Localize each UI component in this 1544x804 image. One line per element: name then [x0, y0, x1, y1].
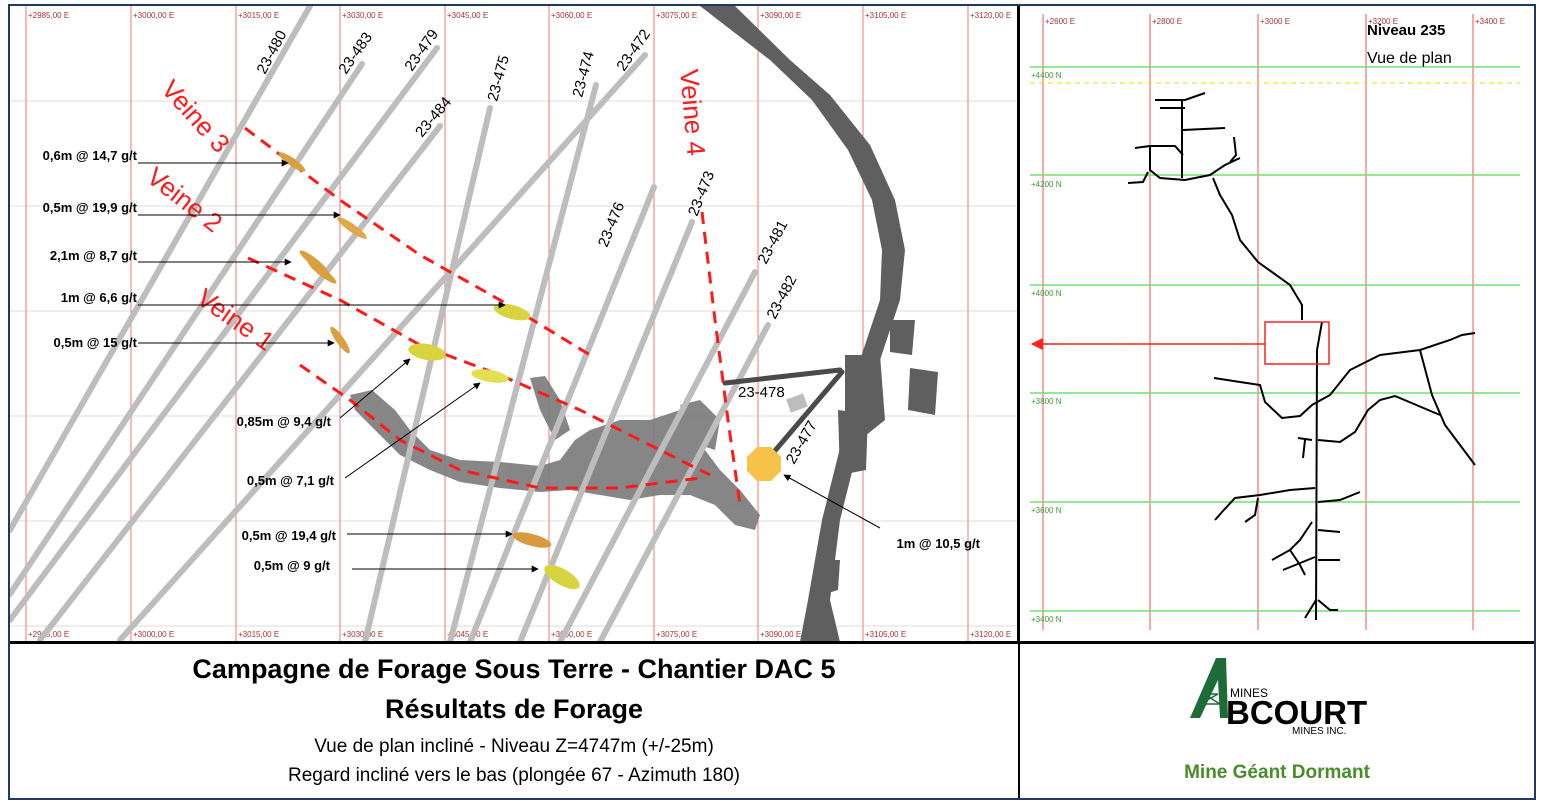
- easting-tick: +3030,00 E: [342, 630, 383, 639]
- headframe-logo-icon: [1190, 658, 1228, 718]
- outer-frame: [8, 4, 1536, 800]
- easting-tick: +3400 E: [1475, 17, 1505, 26]
- northing-tick: +3600 N: [1031, 506, 1062, 515]
- main-drill-map: +2985,00 E +3000,00 E +3015,00 E +3030,0…: [10, 6, 1018, 642]
- easting-tick: +3015,00 E: [238, 11, 279, 20]
- intercept-label: 0,5m @ 9 g/t: [254, 558, 331, 573]
- leader-arrows: [138, 159, 881, 573]
- northing-tick: +4000 N: [1031, 289, 1062, 298]
- northing-tick: +4400 N: [1031, 71, 1062, 80]
- mine-workings: [1127, 92, 1476, 621]
- drillhole-label: 23-477: [783, 418, 821, 467]
- plan-title: Niveau 235: [1367, 22, 1445, 39]
- northing-tick: +3400 N: [1031, 615, 1062, 624]
- easting-tick: +3045,00 E: [447, 11, 488, 20]
- plan-northing-labels: +4400 N +4200 N +4000 N +3800 N +3600 N …: [1031, 71, 1062, 624]
- drillhole-label: 23-478: [738, 384, 785, 401]
- easting-tick: +3000 E: [1260, 17, 1290, 26]
- intercept-label: 0,5m @ 7,1 g/t: [247, 473, 335, 488]
- easting-tick: +2985,00 E: [28, 630, 69, 639]
- easting-tick: +3000,00 E: [133, 11, 174, 20]
- view-description: Vue de plan incliné - Niveau Z=4747m (+/…: [314, 736, 714, 757]
- easting-tick: +3120,00 E: [970, 630, 1011, 639]
- vein-1-trace: [299, 363, 701, 490]
- plan-subtitle: Vue de plan: [1367, 50, 1452, 67]
- easting-tick: +3000,00 E: [133, 630, 174, 639]
- drillhole-label: 23-481: [755, 218, 792, 267]
- vertical-divider: [1017, 6, 1020, 798]
- drillhole-label: 23-473: [685, 169, 718, 219]
- easting-tick: +2985,00 E: [28, 11, 69, 20]
- easting-tick: +3090,00 E: [760, 630, 801, 639]
- intercept-label: 0,5m @ 19,9 g/t: [43, 200, 138, 215]
- vein-traces: [244, 126, 742, 506]
- horizontal-divider: [10, 641, 1534, 644]
- logo-company-name: BCOURT: [1226, 694, 1368, 731]
- look-description: Regard incliné vers le bas (plongée 67 -…: [287, 765, 741, 786]
- intercept-labels: 0,6m @ 14,7 g/t 0,5m @ 19,9 g/t 2,1m @ 8…: [43, 148, 981, 573]
- easting-tick: +3030,00 E: [342, 11, 383, 20]
- vein-2-trace: [247, 256, 711, 477]
- vein-label: Veine 4: [674, 68, 711, 157]
- logo-mines-label: MINES: [1230, 686, 1269, 700]
- locator-box: [1264, 321, 1330, 365]
- vein-3-trace: [244, 126, 591, 357]
- intercept-label: 1m @ 10,5 g/t: [897, 536, 981, 551]
- easting-tick: +3060,00 E: [551, 11, 592, 20]
- drillhole-label: 23-475: [484, 54, 513, 104]
- main-subtitle: Résultats de Forage: [384, 694, 644, 724]
- drillhole-label: 23-476: [595, 200, 628, 250]
- main-title: Campagne de Forage Sous Terre - Chantier…: [192, 654, 836, 684]
- level-plan-map: +2600 E +2800 E +3000 E +3200 E +3400 E …: [1020, 6, 1534, 642]
- intercept-label: 0,6m @ 14,7 g/t: [43, 148, 138, 163]
- intercept-markers: [278, 152, 781, 590]
- easting-labels-top: +2985,00 E +3000,00 E +3015,00 E +3030,0…: [28, 11, 1011, 20]
- mine-name: Mine Géant Dormant: [1184, 762, 1370, 783]
- logo-block: MINES BCOURT MINES INC. Mine Géant Dorma…: [1020, 644, 1534, 798]
- easting-tick: +2600 E: [1045, 17, 1075, 26]
- plan-easting-labels: +2600 E +2800 E +3000 E +3200 E +3400 E: [1045, 17, 1505, 26]
- intercept-label: 1m @ 6,6 g/t: [61, 290, 138, 305]
- intercept-label: 0,5m @ 15 g/t: [54, 335, 138, 350]
- logo-inc-label: MINES INC.: [1292, 726, 1347, 737]
- easting-tick: +3075,00 E: [656, 630, 697, 639]
- intercept-octagon: [747, 447, 781, 481]
- easting-tick: +3105,00 E: [865, 630, 906, 639]
- easting-tick: +3075,00 E: [656, 11, 697, 20]
- northing-tick: +4200 N: [1031, 180, 1062, 189]
- drillhole-label: 23-482: [764, 273, 801, 322]
- main-ramp: [700, 6, 938, 642]
- intercept-label: 0,5m @ 19,4 g/t: [242, 528, 337, 543]
- easting-tick: +3120,00 E: [970, 11, 1011, 20]
- easting-tick: +3200 E: [1368, 17, 1398, 26]
- intercept-label: 2,1m @ 8,7 g/t: [50, 248, 138, 263]
- easting-tick: +3090,00 E: [760, 11, 801, 20]
- easting-tick: +2800 E: [1152, 17, 1182, 26]
- title-block: Campagne de Forage Sous Terre - Chantier…: [10, 644, 1018, 798]
- easting-labels-bottom: +2985,00 E +3000,00 E +3015,00 E +3030,0…: [28, 630, 1011, 639]
- easting-tick: +3105,00 E: [865, 11, 906, 20]
- intercept-label: 0,85m @ 9,4 g/t: [237, 414, 332, 429]
- small-block: [786, 393, 808, 413]
- northing-tick: +3800 N: [1031, 397, 1062, 406]
- easting-tick: +3045,00 E: [447, 630, 488, 639]
- vein-label: Veine 3: [156, 74, 236, 159]
- easting-tick: +3060,00 E: [551, 630, 592, 639]
- easting-tick: +3015,00 E: [238, 630, 279, 639]
